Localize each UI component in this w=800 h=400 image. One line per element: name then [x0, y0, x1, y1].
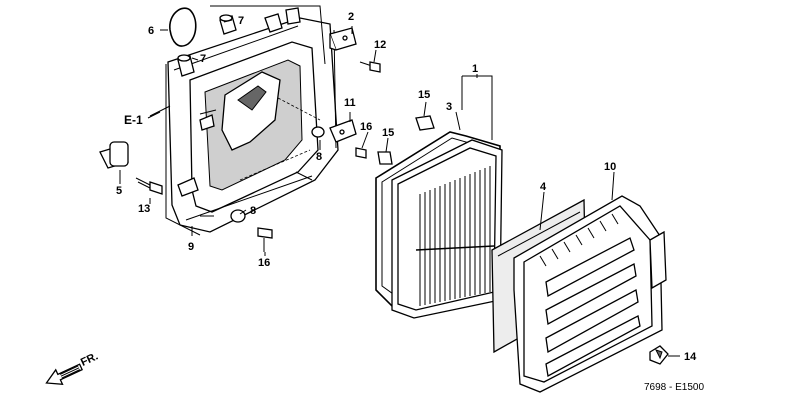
breather-pipe [99, 141, 129, 169]
direction-label: FR. [79, 350, 100, 368]
bolt-mid [355, 147, 367, 159]
filter-pleats [415, 166, 495, 306]
callout-7-upper: 7 [238, 15, 244, 27]
nut-lower [377, 151, 393, 165]
bolt-lower [257, 227, 273, 252]
callout-15-upper: 15 [418, 89, 430, 101]
air-cleaner-cover [513, 195, 667, 393]
air-cleaner-case [165, 5, 339, 236]
reference-marker: E-1 [124, 111, 161, 127]
wing-nut [649, 345, 669, 365]
callout-15-lower: 15 [382, 127, 394, 139]
collar-upper [311, 126, 325, 138]
callout-13: 13 [138, 203, 150, 215]
reference-marker-text: E-1 [124, 113, 143, 127]
cover-ribs [539, 213, 619, 267]
callout-14: 14 [684, 351, 697, 363]
bolt-upper-right [359, 61, 381, 73]
callout-8-lower: 8 [250, 205, 256, 217]
callout-5: 5 [116, 185, 122, 197]
nut-upper [415, 115, 435, 131]
callout-16-lower: 16 [258, 257, 270, 269]
callout-4: 4 [540, 181, 547, 193]
air-filter-element [391, 139, 503, 319]
bolt-left [135, 177, 163, 195]
front-direction-arrow: FR. [45, 350, 100, 386]
callout-12: 12 [374, 39, 386, 51]
callout-8-upper: 8 [316, 151, 322, 163]
callout-7-lower: 7 [200, 53, 206, 65]
cover-louvers [545, 237, 641, 378]
callout-1: 1 [472, 63, 478, 75]
callout-11: 11 [344, 97, 356, 109]
callout-16-mid: 16 [360, 121, 372, 133]
callout-labels: 1 2 3 4 5 6 7 7 8 8 9 10 11 12 13 14 15 … [116, 11, 697, 363]
clamp-plate [329, 119, 357, 143]
bracket-small [329, 27, 357, 51]
callout-6: 6 [148, 25, 154, 37]
callout-10: 10 [604, 161, 616, 173]
callout-3: 3 [446, 101, 452, 113]
grommet-upper [219, 14, 237, 35]
gasket-ring [169, 7, 197, 47]
leader-lines [119, 19, 680, 357]
diagram-code: 7698 - E1500 [644, 382, 704, 393]
callout-9: 9 [188, 241, 194, 253]
grommet-lower [177, 54, 195, 77]
callout-2: 2 [348, 11, 354, 23]
